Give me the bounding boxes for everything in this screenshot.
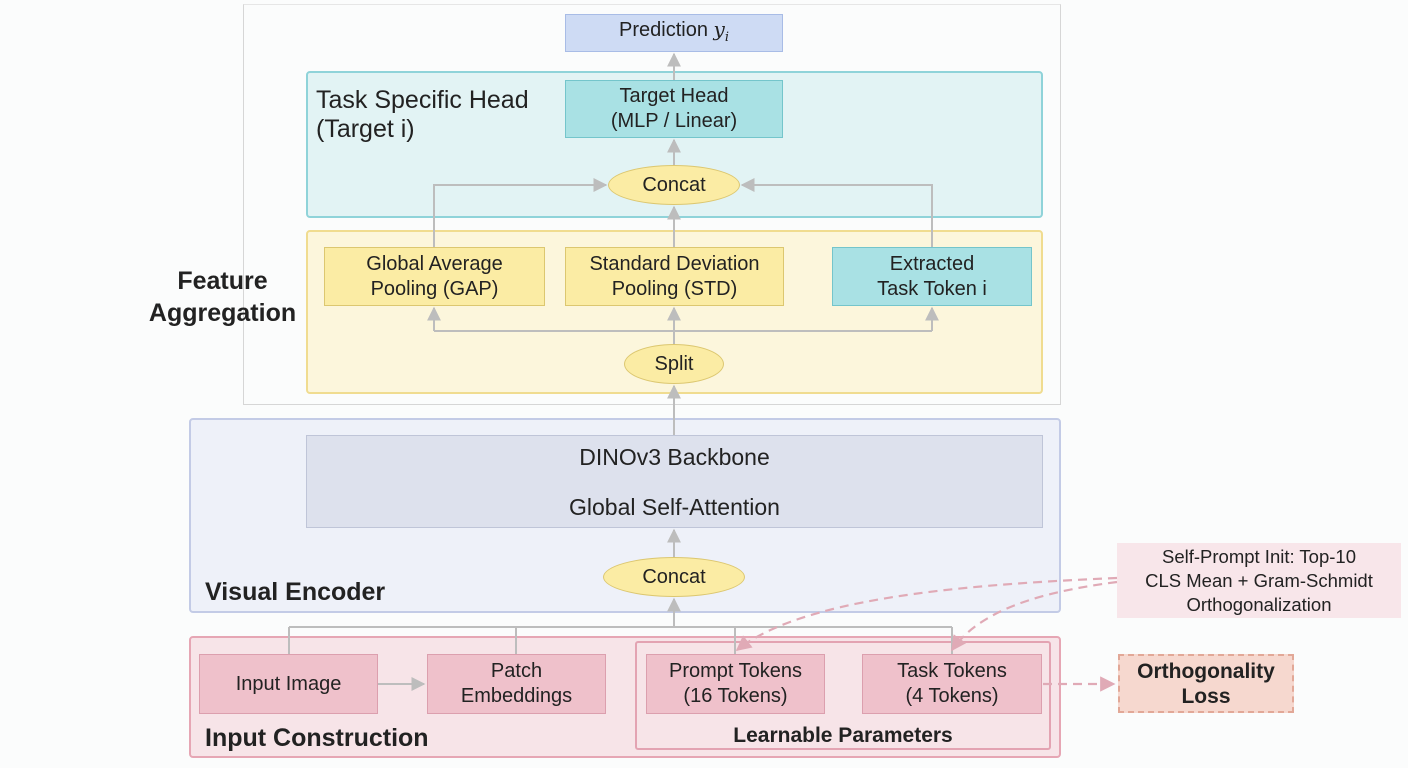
std-box: Standard Deviation Pooling (STD) (565, 247, 784, 306)
prediction-box: Prediction yi (565, 14, 783, 52)
extracted-task-token-box: Extracted Task Token i (832, 247, 1032, 306)
feature-aggregation-label: Feature Aggregation (148, 267, 297, 327)
input-image-box: Input Image (199, 654, 378, 714)
encoder-concat-node: Concat (603, 557, 745, 597)
head-concat-node: Concat (608, 165, 740, 205)
target-head-box: Target Head (MLP / Linear) (565, 80, 783, 138)
dinov3-backbone-box: DINOv3 Backbone Global Self-Attention (306, 435, 1043, 528)
orthogonality-loss-box: Orthogonality Loss (1118, 654, 1294, 713)
top-stage-frame (243, 4, 1061, 405)
prompt-tokens-box: Prompt Tokens (16 Tokens) (646, 654, 825, 714)
prediction-text: Prediction yi (619, 16, 729, 45)
input-construction-label: Input Construction (205, 724, 429, 752)
self-prompt-init-note: Self-Prompt Init: Top-10 CLS Mean + Gram… (1117, 543, 1401, 618)
task-tokens-box: Task Tokens (4 Tokens) (862, 654, 1042, 714)
visual-encoder-label: Visual Encoder (205, 578, 386, 606)
patch-embeddings-box: Patch Embeddings (427, 654, 606, 714)
task-head-label: Task Specific Head (Target i) (316, 86, 529, 143)
gap-box: Global Average Pooling (GAP) (324, 247, 545, 306)
learnable-parameters-label: Learnable Parameters (733, 724, 953, 747)
split-node: Split (624, 344, 724, 384)
